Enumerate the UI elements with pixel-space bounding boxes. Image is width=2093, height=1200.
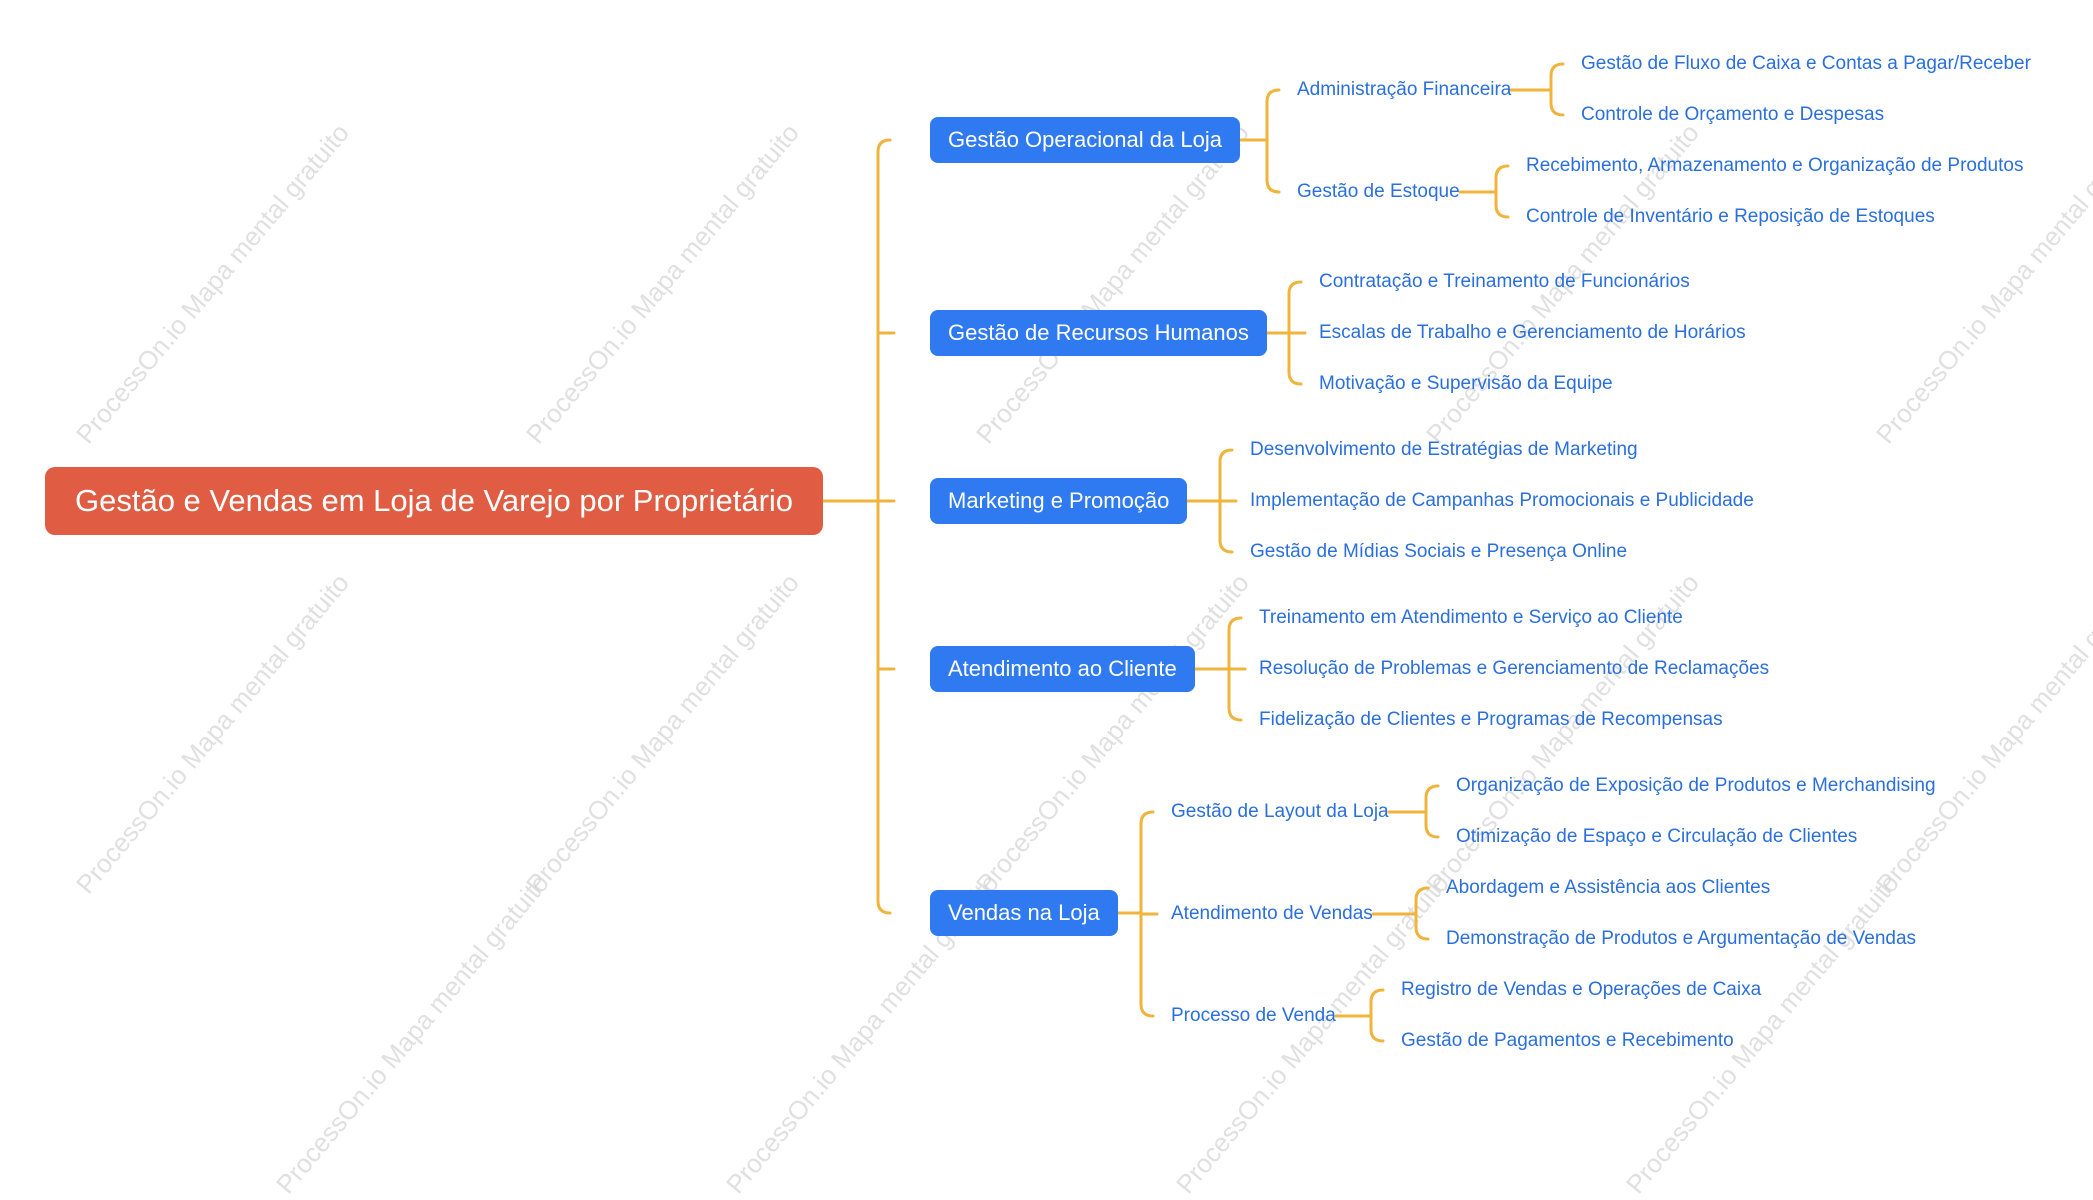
connector-atendimento (1193, 616, 1247, 722)
leaf-gestao-pagamentos[interactable]: Gestão de Pagamentos e Recebimento (1401, 1030, 1734, 1051)
leaf-recebimento-armazenamento[interactable]: Recebimento, Armazenamento e Organização… (1526, 155, 2024, 176)
leaf-demonstracao-produtos[interactable]: Demonstração de Produtos e Argumentação … (1446, 928, 1917, 949)
leaf-abordagem-assistencia[interactable]: Abordagem e Assistência aos Clientes (1446, 877, 1771, 898)
leaf-exposicao-produtos[interactable]: Organização de Exposição de Produtos e M… (1456, 775, 1936, 796)
sub-processo-de-venda[interactable]: Processo de Venda (1171, 1005, 1336, 1026)
sub-administracao-financeira[interactable]: Administração Financeira (1297, 79, 1512, 100)
leaf-controle-orcamento[interactable]: Controle de Orçamento e Despesas (1581, 104, 1885, 125)
connector-vendas (1116, 810, 1159, 1018)
leaf-contratacao-treinamento[interactable]: Contratação e Treinamento de Funcionário… (1319, 271, 1690, 292)
branch-recursos-humanos[interactable]: Gestão de Recursos Humanos (930, 310, 1267, 356)
connector-layout (1387, 784, 1440, 839)
root-node[interactable]: Gestão e Vendas em Loja de Varejo por Pr… (45, 467, 824, 535)
leaf-campanhas-promocionais[interactable]: Implementação de Campanhas Promocionais … (1250, 490, 1754, 511)
leaf-escalas-de-trabalho[interactable]: Escalas de Trabalho e Gerenciamento de H… (1319, 322, 1746, 343)
leaf-resolucao-problemas[interactable]: Resolução de Problemas e Gerenciamento d… (1259, 658, 1770, 679)
leaf-otimizacao-espaco[interactable]: Otimização de Espaço e Circulação de Cli… (1456, 826, 1858, 847)
leaf-registro-vendas[interactable]: Registro de Vendas e Operações de Caixa (1401, 979, 1762, 1000)
branch-marketing-promocao[interactable]: Marketing e Promoção (930, 478, 1188, 524)
sub-layout-da-loja[interactable]: Gestão de Layout da Loja (1171, 801, 1389, 822)
leaf-midias-sociais[interactable]: Gestão de Mídias Sociais e Presença Onli… (1250, 541, 1628, 562)
connector-estoque (1458, 164, 1510, 219)
sub-atendimento-de-vendas[interactable]: Atendimento de Vendas (1171, 903, 1373, 924)
connector-operacional (1238, 88, 1281, 194)
connector-financeira (1509, 62, 1565, 117)
leaf-controle-inventario[interactable]: Controle de Inventário e Reposição de Es… (1526, 206, 1935, 227)
connector-marketing (1185, 448, 1238, 554)
leaf-treinamento-atendimento[interactable]: Treinamento em Atendimento e Serviço ao … (1259, 607, 1683, 628)
leaf-estrategias-marketing[interactable]: Desenvolvimento de Estratégias de Market… (1250, 439, 1638, 460)
connector-atendimento-vendas (1371, 886, 1430, 941)
branch-vendas-na-loja[interactable]: Vendas na Loja (930, 890, 1118, 936)
connector-rh (1265, 280, 1307, 386)
branch-atendimento-cliente[interactable]: Atendimento ao Cliente (930, 646, 1195, 692)
root-connector (821, 138, 896, 915)
connector-processo (1334, 988, 1385, 1043)
connector-lines (821, 62, 1565, 1043)
branch-gestao-operacional[interactable]: Gestão Operacional da Loja (930, 117, 1240, 163)
leaf-motivacao-supervisao[interactable]: Motivação e Supervisão da Equipe (1319, 373, 1613, 394)
leaf-fluxo-de-caixa[interactable]: Gestão de Fluxo de Caixa e Contas a Paga… (1581, 53, 2031, 74)
leaf-fidelizacao-clientes[interactable]: Fidelização de Clientes e Programas de R… (1259, 709, 1723, 730)
sub-gestao-de-estoque[interactable]: Gestão de Estoque (1297, 181, 1460, 202)
